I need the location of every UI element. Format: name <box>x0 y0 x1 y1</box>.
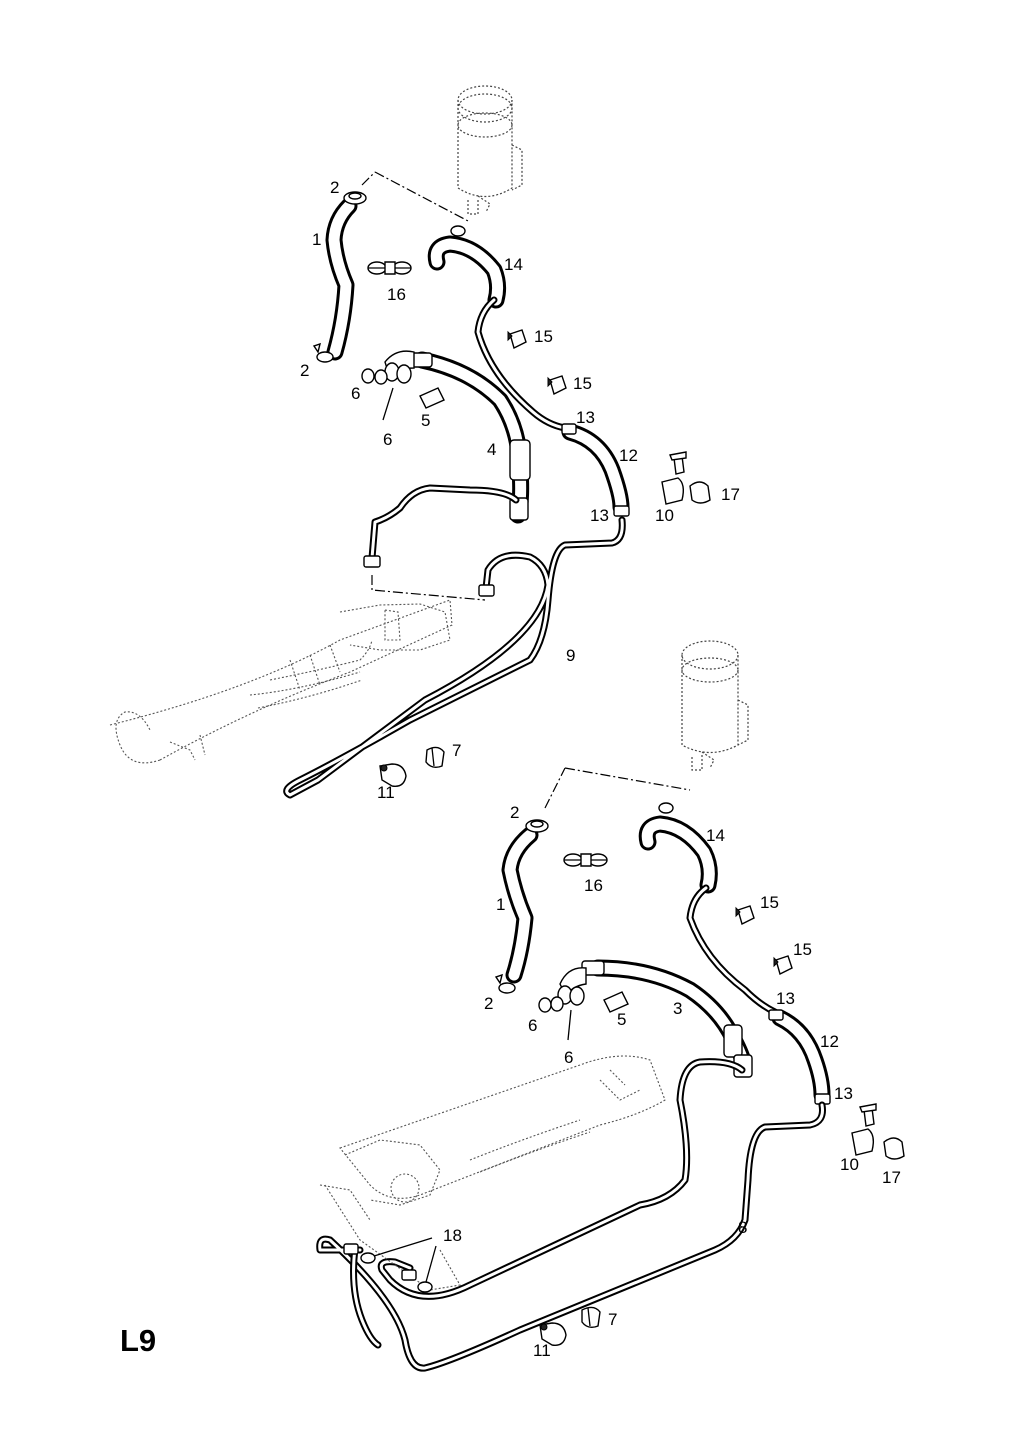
callout-16-lower: 16 <box>584 876 603 895</box>
callout-13-lower-2: 13 <box>834 1084 853 1103</box>
callout-15-upper-2: 15 <box>573 374 592 393</box>
callout-2-lower-bottom: 2 <box>484 994 493 1013</box>
callout-1-lower: 1 <box>496 895 505 914</box>
callout-6-lower-1: 6 <box>528 1016 537 1035</box>
callout-13-upper-2: 13 <box>590 506 609 525</box>
hose-14-lower <box>638 802 779 1016</box>
pipe-8-lower <box>316 1058 826 1372</box>
callout-16-upper: 16 <box>387 285 406 304</box>
clip-16-lower <box>563 853 608 867</box>
banjo-fitting-upper <box>361 350 445 421</box>
clip-15-upper-1 <box>507 329 527 350</box>
bush-17-upper <box>689 481 711 504</box>
hose-1-lower <box>501 826 539 984</box>
callout-15-lower-1: 15 <box>760 893 779 912</box>
clip-11-upper <box>379 763 407 787</box>
fitting-18-lower <box>343 1237 437 1293</box>
callout-8-lower: 8 <box>738 1218 747 1237</box>
hose-14-upper <box>427 225 569 432</box>
callout-7-lower: 7 <box>608 1310 617 1329</box>
callout-7-upper: 7 <box>452 741 461 760</box>
callout-2-upper-bottom: 2 <box>300 361 309 380</box>
callout-5-lower: 5 <box>617 1010 626 1029</box>
clip-2-lower-top <box>525 819 549 833</box>
callout-15-lower-2: 15 <box>793 940 812 959</box>
clip-16-upper <box>367 261 412 275</box>
callout-14-upper: 14 <box>504 255 523 274</box>
clip-15-upper-2 <box>547 375 567 396</box>
clip-11-lower <box>539 1322 567 1346</box>
callout-17-lower: 17 <box>882 1168 901 1187</box>
sheet-code-label: L9 <box>120 1323 156 1358</box>
clip-2-upper-top <box>343 191 367 205</box>
clip-15-lower-1 <box>735 905 755 926</box>
fluid-reservoir-upper <box>457 85 523 215</box>
hose-4-upper <box>409 351 531 524</box>
callout-6-upper-2: 6 <box>383 430 392 449</box>
hose-3-lower <box>581 959 753 1078</box>
reference-line-lower-2 <box>544 767 566 809</box>
callout-13-lower-1: 13 <box>776 989 795 1008</box>
callout-11-lower: 11 <box>533 1341 551 1360</box>
callout-10-lower: 10 <box>840 1155 859 1174</box>
callout-3-lower: 3 <box>673 999 682 1018</box>
callout-2-lower-top: 2 <box>510 803 519 822</box>
clip-7-upper <box>425 746 445 769</box>
hose-12-upper <box>561 423 630 517</box>
banjo-fitting-lower <box>538 967 629 1041</box>
callout-17-upper: 17 <box>721 485 740 504</box>
reference-line-lower-1 <box>564 767 691 791</box>
reference-line-upper-gear <box>371 575 486 601</box>
pipe-9-upper <box>283 484 626 799</box>
callout-2-upper-top: 2 <box>330 178 339 197</box>
clip-2-lower-bottom <box>494 973 516 994</box>
callout-1-upper: 1 <box>312 230 321 249</box>
callout-11-upper: 11 <box>377 783 395 802</box>
callout-10-upper: 10 <box>655 506 674 525</box>
bracket-10-lower <box>851 1103 877 1156</box>
steering-gear-upper <box>109 599 453 764</box>
callout-15-upper-1: 15 <box>534 327 553 346</box>
hose-1-upper <box>325 197 358 361</box>
lower-assembly: 2 1 2 16 14 15 15 13 12 13 3 6 6 5 10 17… <box>316 640 905 1372</box>
upper-assembly: 2 1 2 16 14 15 15 13 12 13 6 6 5 4 10 17… <box>109 85 740 802</box>
callout-9-upper: 9 <box>566 646 575 665</box>
callout-6-lower-2: 6 <box>564 1048 573 1067</box>
fluid-reservoir-lower <box>681 640 749 771</box>
bracket-10-upper <box>661 451 687 505</box>
reference-line-upper-1 <box>374 171 471 223</box>
callout-13-upper-1: 13 <box>576 408 595 427</box>
steering-gear-lower <box>319 1055 666 1291</box>
clip-7-lower <box>581 1306 601 1329</box>
callout-4-upper: 4 <box>487 440 496 459</box>
callout-5-upper: 5 <box>421 411 430 430</box>
clip-15-lower-2 <box>773 955 793 976</box>
hose-12-lower <box>768 1009 831 1105</box>
bush-17-lower <box>883 1137 905 1160</box>
callout-12-upper: 12 <box>619 446 638 465</box>
callout-14-lower: 14 <box>706 826 725 845</box>
reference-line-upper-2 <box>361 171 376 186</box>
callout-12-lower: 12 <box>820 1032 839 1051</box>
callout-18-lower: 18 <box>443 1226 462 1245</box>
clip-2-upper-bottom <box>312 342 334 363</box>
callout-6-upper-1: 6 <box>351 384 360 403</box>
